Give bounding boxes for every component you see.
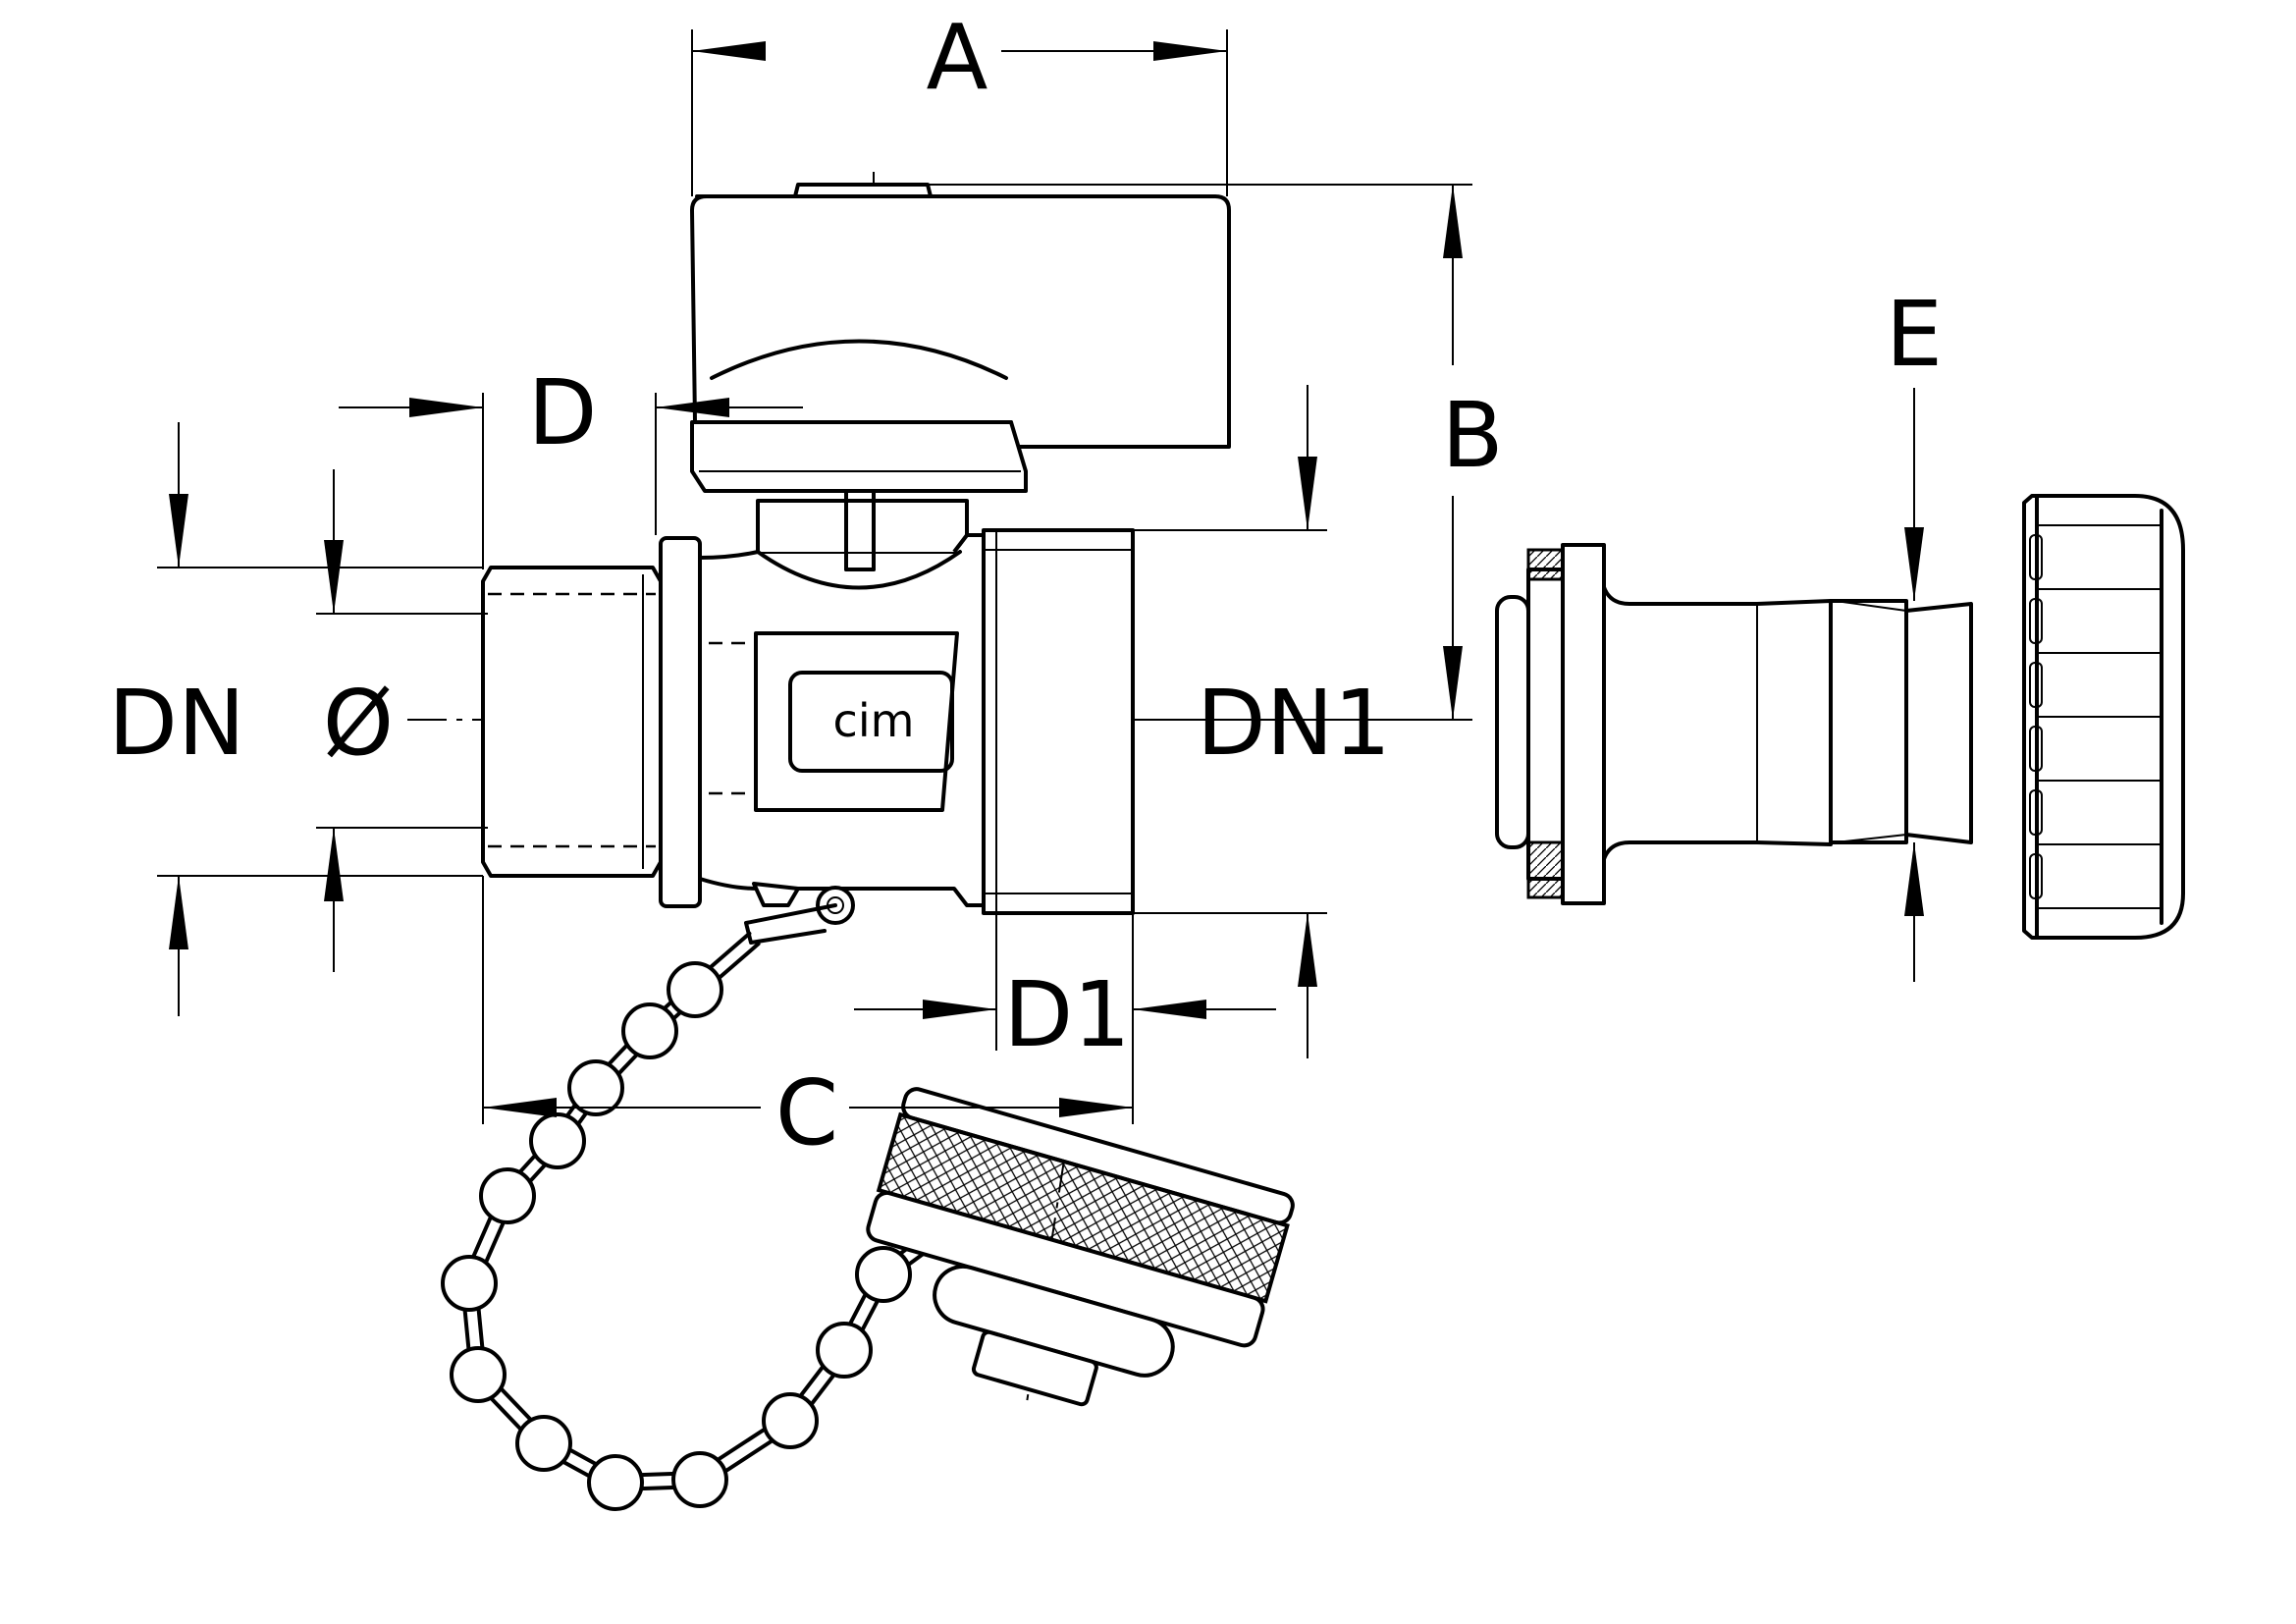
union-nut <box>2022 494 2185 940</box>
dim-e-label: E <box>1886 282 1943 387</box>
chain-bead <box>441 1255 498 1312</box>
chain-bead <box>667 961 723 1018</box>
dim-d-label: D <box>528 360 598 465</box>
nut-rib <box>2029 789 2043 836</box>
chain-bead <box>816 1322 873 1379</box>
nut-knurl-ribs <box>2029 524 2162 909</box>
chain-bead <box>479 1167 536 1224</box>
valve-body: cim <box>481 499 1135 915</box>
dim-c-label: C <box>775 1060 838 1165</box>
dust-cap <box>866 1087 1295 1407</box>
nut-rib <box>2029 853 2043 899</box>
dim-dn1-label: DN1 <box>1197 671 1391 776</box>
chain-bead <box>621 1002 678 1059</box>
chain-bead <box>529 1112 586 1169</box>
nut-rib <box>2029 726 2043 772</box>
dim-dia-label: Ø <box>323 671 394 776</box>
nut-rib <box>2029 534 2043 580</box>
dim-dn-label: DN <box>108 671 245 776</box>
bead-chain <box>441 931 934 1511</box>
chain-bead <box>762 1392 819 1449</box>
chain-bead <box>855 1246 912 1303</box>
nut-rib <box>2029 598 2043 644</box>
chain-and-cap <box>441 886 1295 1511</box>
chain-bead <box>515 1415 572 1472</box>
dim-b-label: B <box>1441 383 1503 488</box>
dimension-lines: A B D DN Ø <box>108 5 1943 1165</box>
dim-a-label: A <box>927 5 988 110</box>
dim-d1-label: D1 <box>1003 962 1130 1067</box>
hose-tail-fitting <box>1495 543 1973 905</box>
cim-logo: cim <box>833 694 915 747</box>
chain-bead <box>671 1451 728 1508</box>
chain-bead <box>567 1059 624 1116</box>
nut-rib <box>2029 662 2043 708</box>
chain-bead <box>587 1454 644 1511</box>
chain-bead <box>450 1346 507 1403</box>
